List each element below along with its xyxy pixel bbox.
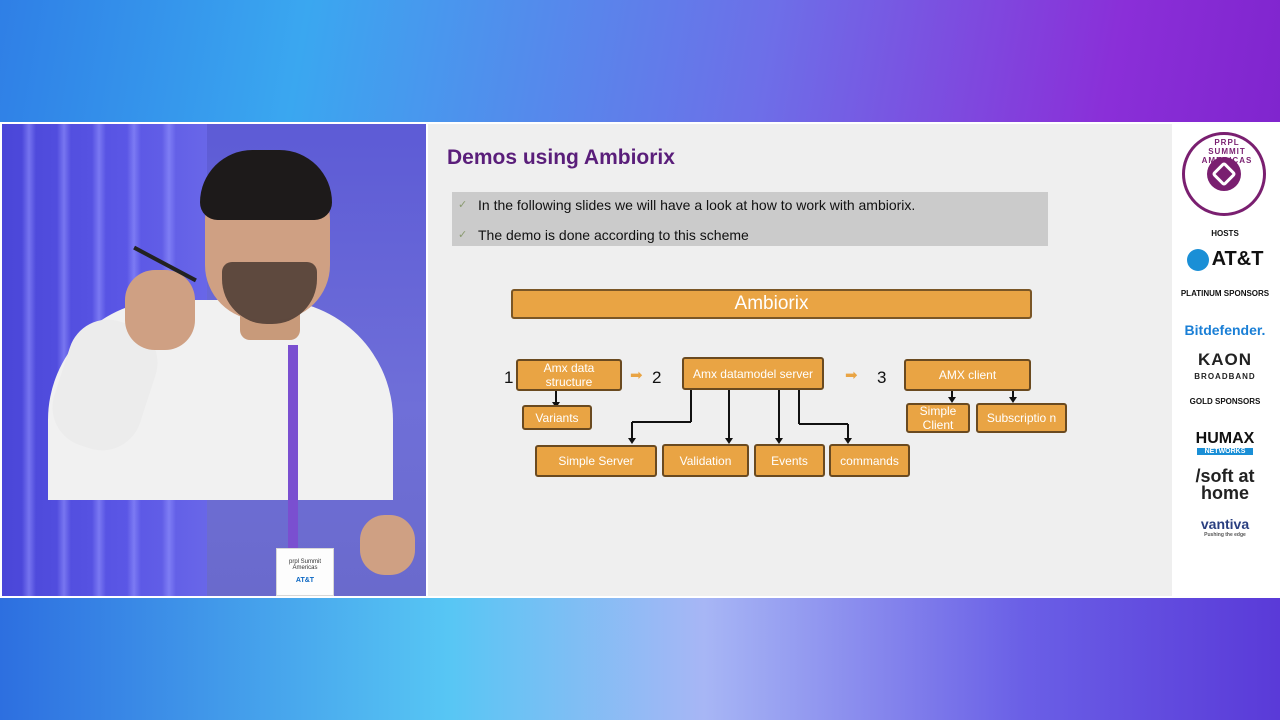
lanyard xyxy=(288,345,298,550)
node-commands: commands xyxy=(829,444,910,477)
arrowhead xyxy=(725,438,733,444)
att-text: AT&T xyxy=(1211,248,1264,271)
node-validation: Validation xyxy=(662,444,749,477)
node-simple-server: Simple Server xyxy=(535,445,657,477)
bullet-item: ✓ The demo is done according to this sch… xyxy=(458,227,749,243)
bullet-text: The demo is done according to this schem… xyxy=(478,227,749,243)
platinum-label: PLATINUM SPONSORS xyxy=(1180,289,1270,298)
node-amx-client: AMX client xyxy=(904,359,1031,391)
presentation-slide: Demos using Ambiorix ✓ In the following … xyxy=(428,124,1278,596)
vantiva-subtitle: Pushing the edge xyxy=(1204,532,1246,538)
bullet-text: In the following slides we will have a l… xyxy=(478,197,916,213)
arrowhead xyxy=(628,438,636,444)
att-globe-icon xyxy=(1186,248,1209,271)
gold-label: GOLD SPONSORS xyxy=(1189,397,1261,406)
node-variants: Variants xyxy=(522,405,592,430)
speaker-hand xyxy=(360,515,415,575)
seal-hexagon-icon xyxy=(1207,157,1241,191)
node-amx-data-structure: Amx data structure xyxy=(516,359,622,391)
vantiva-logo: vantiva xyxy=(1200,516,1250,532)
softathome-logo: /soft at home xyxy=(1195,466,1255,503)
kaon-subtitle: BROADBAND xyxy=(1194,372,1256,381)
humax-logo: HUMAX xyxy=(1195,430,1255,447)
check-icon: ✓ xyxy=(458,199,468,211)
node-subscription: Subscriptio n xyxy=(976,403,1067,433)
node-simple-client: Simple Client xyxy=(906,403,970,433)
curtain-stripe xyxy=(22,124,36,596)
right-arrow-icon: ➡ xyxy=(630,367,643,384)
speaker-hand-raised xyxy=(125,270,195,350)
bullet-item: ✓ In the following slides we will have a… xyxy=(458,197,916,213)
sponsor-column: PRPL SUMMIT AMERICAS HOSTS AT&T PLATINUM… xyxy=(1172,124,1278,596)
name-badge: prpl Summit Americas AT&T xyxy=(276,548,334,596)
diagram-connectors xyxy=(552,390,1017,444)
node-amx-datamodel-server: Amx datamodel server xyxy=(682,357,824,390)
check-icon: ✓ xyxy=(458,229,468,241)
step-number: 1 xyxy=(504,368,514,387)
step-number: 2 xyxy=(652,368,662,387)
step-number: 3 xyxy=(877,368,887,387)
background-glow xyxy=(0,598,1280,720)
hosts-label: HOSTS xyxy=(1211,229,1239,238)
arrowhead xyxy=(844,438,852,444)
kaon-logo: KAON xyxy=(1197,350,1253,369)
att-logo: AT&T xyxy=(1172,248,1278,271)
bullet-box: ✓ In the following slides we will have a… xyxy=(452,192,1048,246)
slide-title: Demos using Ambiorix xyxy=(447,146,675,169)
prpl-summit-seal: PRPL SUMMIT AMERICAS xyxy=(1182,132,1266,216)
node-events: Events xyxy=(754,444,825,477)
badge-company: AT&T xyxy=(295,577,315,584)
arrowhead xyxy=(1009,397,1017,403)
humax-subtitle-text: NETWORKS xyxy=(1196,448,1254,455)
arrowhead xyxy=(948,397,956,403)
bitdefender-logo: Bitdefender. xyxy=(1184,322,1266,338)
humax-subtitle: NETWORKS xyxy=(1172,448,1278,455)
right-arrow-icon: ➡ xyxy=(845,367,858,384)
badge-event: prpl Summit Americas xyxy=(288,559,321,571)
speaker-hair xyxy=(200,150,332,220)
node-ambiorix: Ambiorix xyxy=(511,289,1032,319)
arrowhead xyxy=(775,438,783,444)
